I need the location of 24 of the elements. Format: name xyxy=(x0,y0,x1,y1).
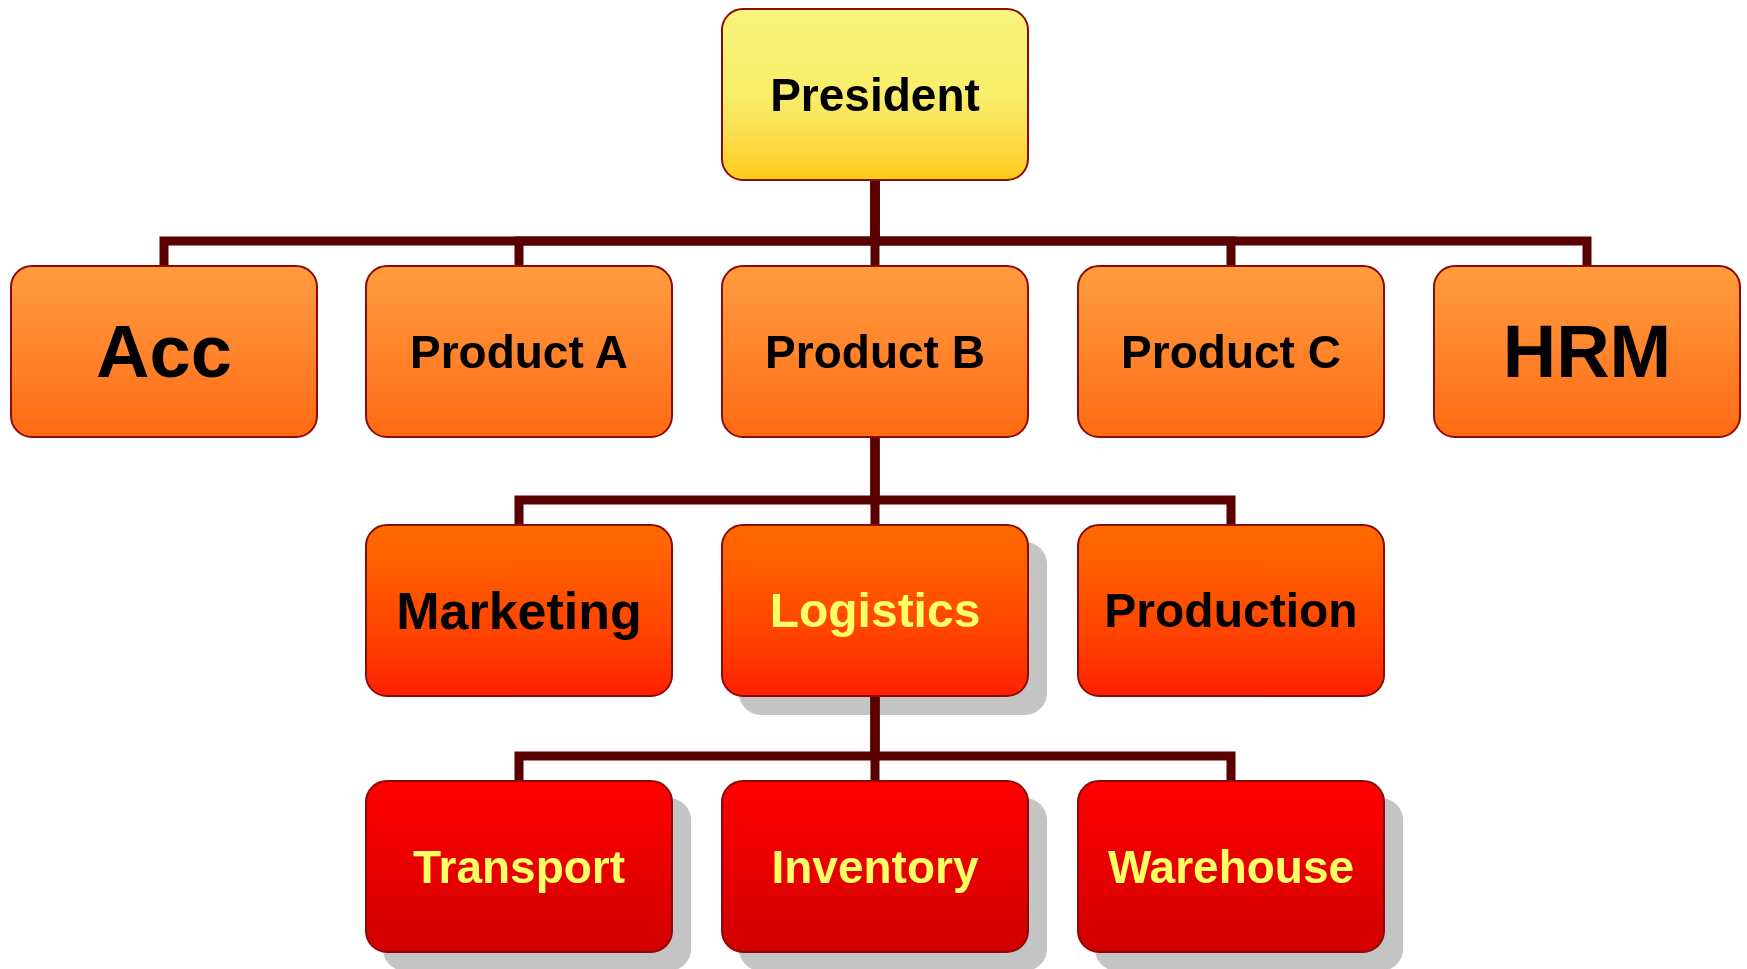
box-label: Product C xyxy=(1121,328,1341,375)
org-box xyxy=(1433,265,1741,438)
box-label: Acc xyxy=(96,314,232,389)
box-label: Product A xyxy=(409,328,629,375)
box-label: Production xyxy=(1104,586,1358,635)
org-box xyxy=(1077,524,1385,697)
box-label: Product B xyxy=(765,328,985,375)
org-box xyxy=(721,8,1029,181)
box-label: HRM xyxy=(1502,314,1672,389)
org-box xyxy=(721,780,1029,953)
connector-line xyxy=(870,438,1236,524)
box-label: Logistics xyxy=(769,586,981,635)
connector-line xyxy=(870,697,1236,780)
box-label: Warehouse xyxy=(1107,843,1355,890)
org-box xyxy=(1077,780,1385,953)
org-box xyxy=(10,265,318,438)
org-box xyxy=(365,524,673,697)
org-box xyxy=(721,524,1029,697)
org-box xyxy=(721,265,1029,438)
org-box xyxy=(365,780,673,953)
org-box xyxy=(1077,265,1385,438)
connector-line xyxy=(870,181,1592,265)
org-box xyxy=(365,265,673,438)
box-label: President xyxy=(770,71,980,118)
